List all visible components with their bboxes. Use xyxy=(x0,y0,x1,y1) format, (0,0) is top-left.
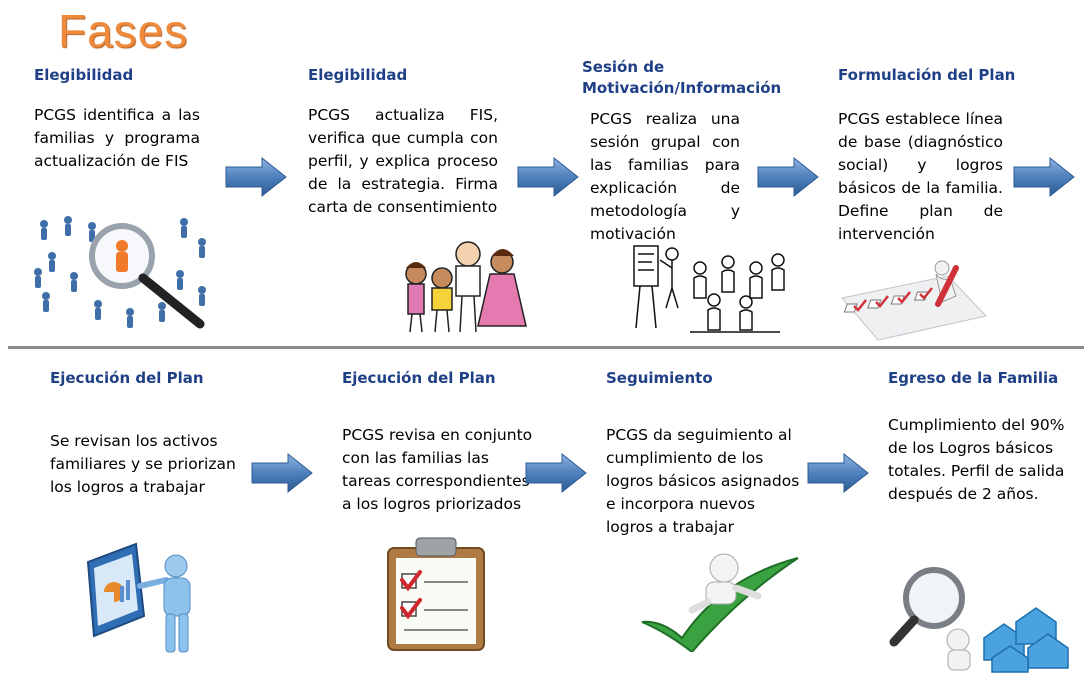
step-2-text: PCGS actualiza FIS, verifica que cumpla … xyxy=(308,106,498,216)
clipboard-checks-icon xyxy=(387,537,485,651)
arrow-right-icon xyxy=(251,452,313,494)
step-7-heading: Seguimiento xyxy=(606,369,713,387)
checklist-pencil-icon xyxy=(841,260,987,341)
step-5-heading: Ejecución del Plan xyxy=(50,369,204,387)
step-8-text: Cumplimiento del 90% de los Logros básic… xyxy=(888,416,1065,503)
step-4-text: PCGS establece línea de base (diagnóstic… xyxy=(838,110,1003,243)
step-2-heading: Elegibilidad xyxy=(308,66,408,84)
step-1-heading: Elegibilidad xyxy=(34,66,134,84)
magnifier-crowd-icon xyxy=(34,216,206,329)
row-divider xyxy=(8,346,1084,349)
arrow-right-icon xyxy=(757,156,819,198)
step-6-text: PCGS revisa en conjunto con las familias… xyxy=(342,426,533,513)
step-3-text: PCGS realiza una sesión grupal con las f… xyxy=(590,110,740,243)
presenter-board-icon xyxy=(86,542,191,653)
step-1-text: PCGS identifica a las familias y program… xyxy=(34,106,200,170)
family-drawing-icon xyxy=(405,241,527,333)
step-6-heading: Ejecución del Plan xyxy=(342,369,496,387)
step-3-heading: Sesión de Motivación/Información xyxy=(582,57,781,99)
arrow-right-icon xyxy=(525,452,587,494)
page-title: Fases xyxy=(58,5,189,57)
step-3-heading-line2: Motivación/Información xyxy=(582,79,782,97)
arrow-right-icon xyxy=(517,156,579,198)
step-7-text: PCGS da seguimiento al cumplimiento de l… xyxy=(606,426,800,536)
step-3-heading-line1: Sesión de xyxy=(582,58,665,76)
arrow-right-icon xyxy=(1013,156,1075,198)
step-8-heading: Egreso de la Familia xyxy=(888,369,1059,387)
magnifier-houses-icon xyxy=(889,567,1069,673)
step-5-text: Se revisan los activos familiares y se p… xyxy=(50,432,236,496)
step-4-heading: Formulación del Plan xyxy=(838,66,1016,84)
group-meeting-sketch-icon xyxy=(633,245,785,333)
arrow-right-icon xyxy=(225,156,287,198)
figure-checkmark-icon xyxy=(641,553,799,652)
arrow-right-icon xyxy=(807,452,869,494)
